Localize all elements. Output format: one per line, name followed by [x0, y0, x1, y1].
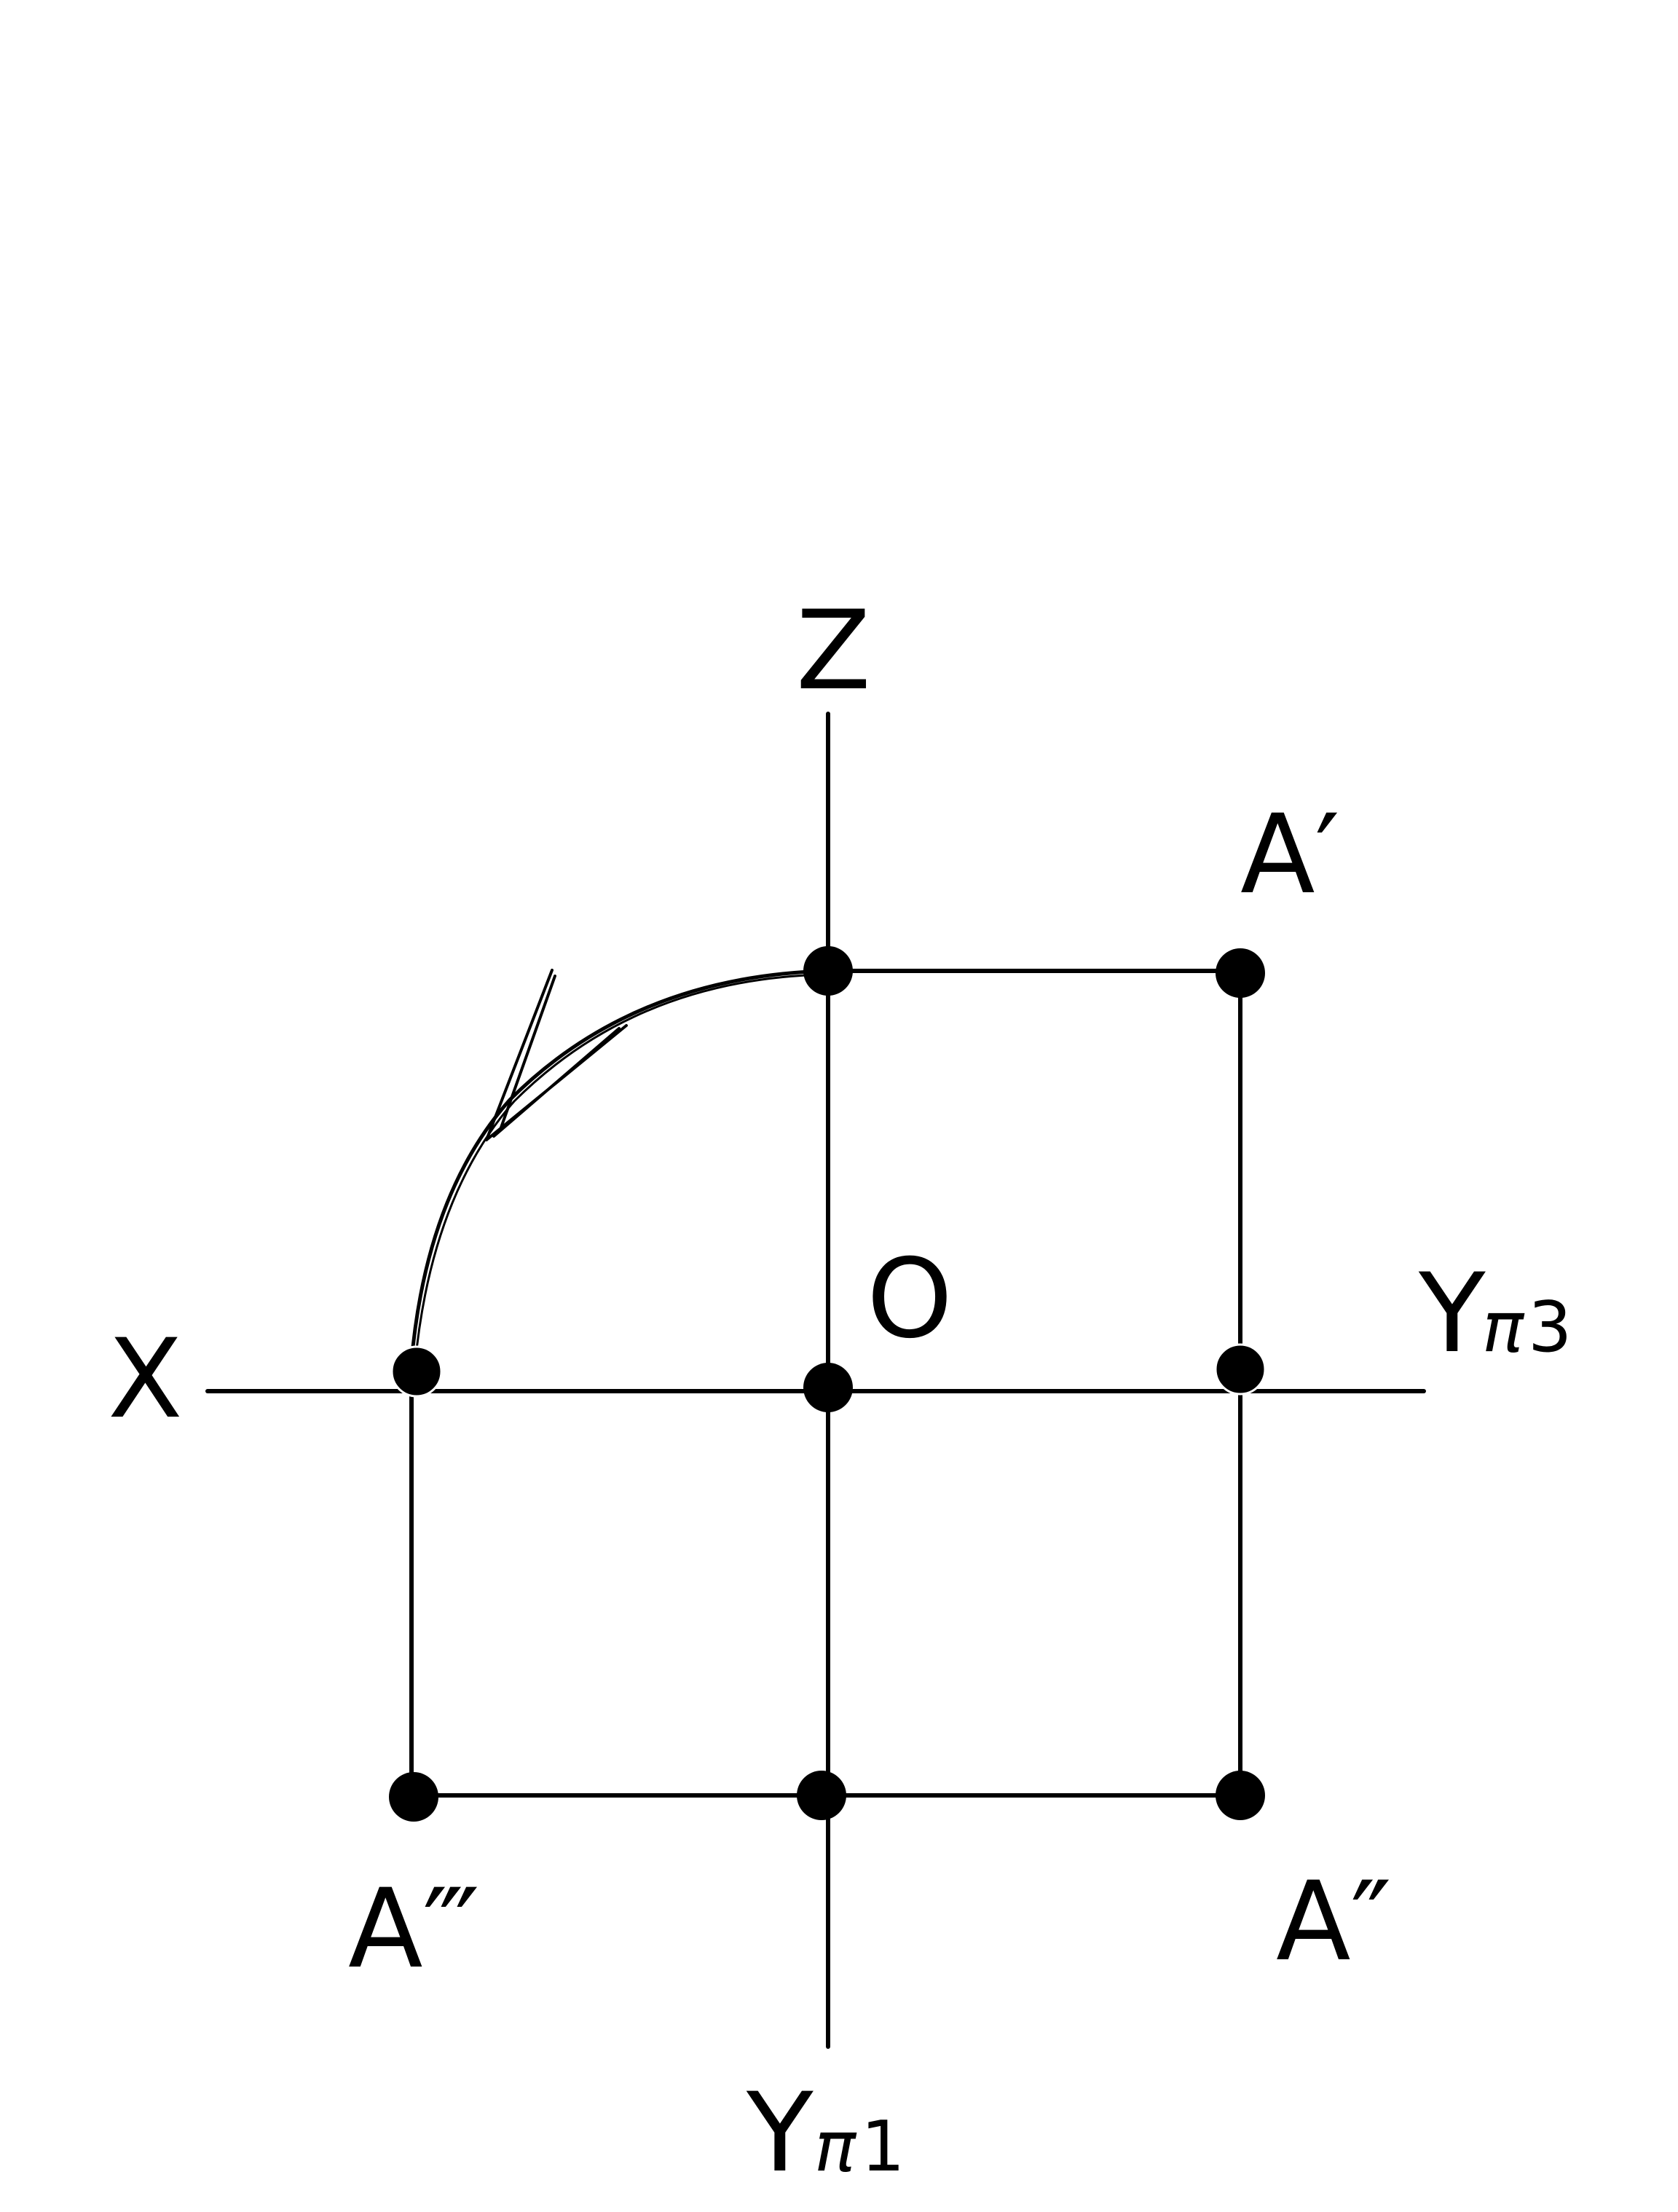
label-y-pi3-sub-num: 3 — [1528, 1288, 1572, 1368]
label-y-pi1-sub-num: 1 — [861, 2107, 905, 2187]
point-y-pi3-intersection — [1214, 1343, 1267, 1396]
label-x: X — [108, 1316, 183, 1443]
arc-arrow-icon — [485, 969, 628, 1141]
point-a-prime — [1216, 948, 1265, 998]
label-a-triple-prime: A‴ — [348, 1866, 480, 1993]
label-z: Z — [796, 588, 871, 715]
label-y-pi1: Y π 1 — [746, 2070, 905, 2197]
label-y-pi1-sub-greek: π — [814, 2107, 857, 2187]
construction-arc — [409, 969, 830, 1364]
point-a-triple-prime — [389, 1772, 438, 1822]
label-a-double-prime: A″ — [1276, 1859, 1392, 1985]
point-z-intersection — [803, 946, 853, 996]
point-origin — [803, 1363, 853, 1412]
point-a-double-prime — [1216, 1771, 1265, 1820]
label-y-pi3-sub-greek: π — [1482, 1288, 1525, 1368]
label-y-pi3-main: Y — [1418, 1251, 1486, 1377]
point-x-intersection — [390, 1345, 443, 1398]
point-y-pi1-intersection — [797, 1771, 846, 1820]
construction-arc-trace — [414, 973, 827, 1365]
label-y-pi3: Y π 3 — [1418, 1251, 1572, 1377]
label-y-pi1-main: Y — [746, 2070, 814, 2197]
label-a-prime: A′ — [1240, 792, 1340, 918]
label-origin: O — [867, 1236, 953, 1363]
